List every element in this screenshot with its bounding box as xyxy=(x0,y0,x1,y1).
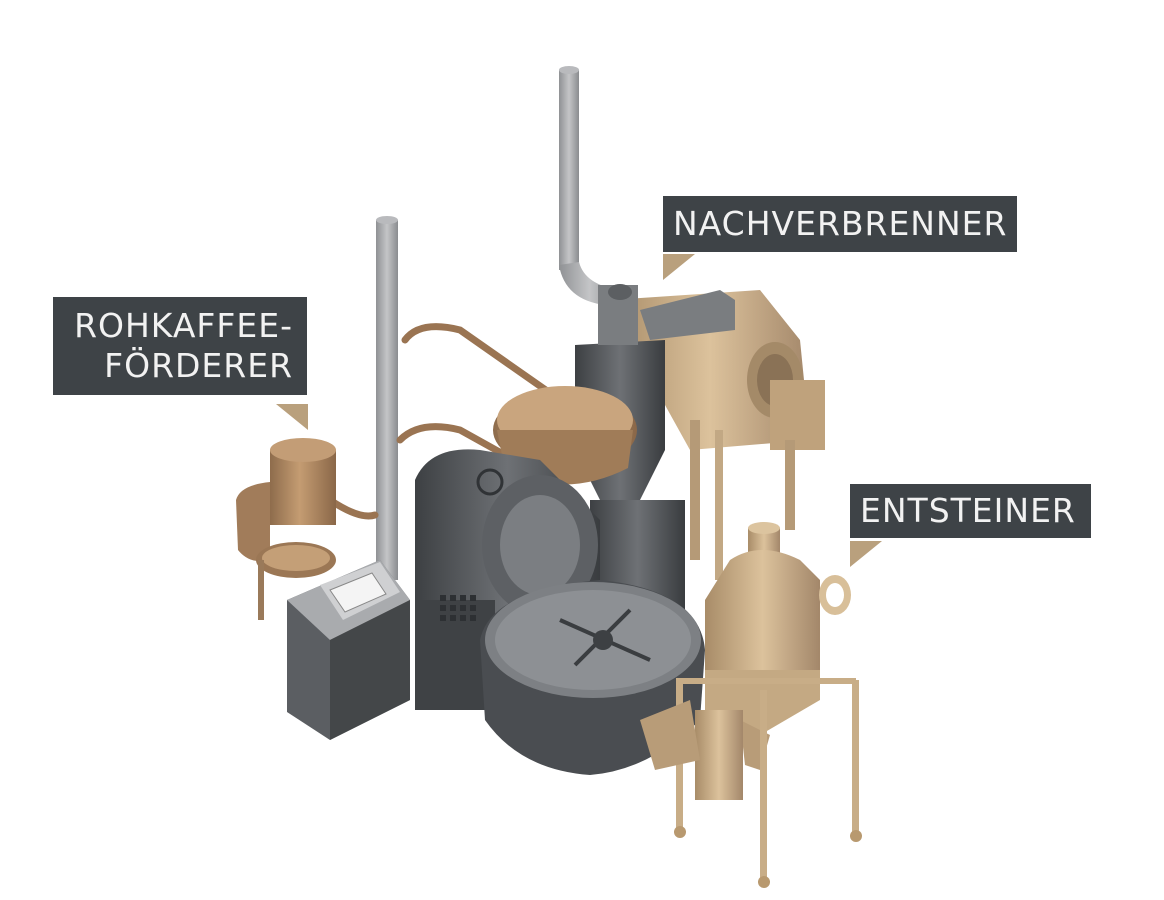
roaster-vent-grid xyxy=(440,595,476,621)
discharge-chute xyxy=(640,700,700,770)
label-rohkaffee-foerderer: ROHKAFFEE- FÖRDERER xyxy=(53,297,307,395)
green-coffee-feeder xyxy=(236,438,336,620)
label-nachverbrenner: NACHVERBRENNER xyxy=(663,196,1017,252)
pointer-rohkaffee xyxy=(276,404,308,430)
pointer-nachverbrenner xyxy=(663,254,695,280)
pointer-entsteiner xyxy=(850,541,882,567)
afterburner-unit xyxy=(610,290,825,580)
control-cabinet xyxy=(287,560,410,740)
label-entsteiner: ENTSTEINER xyxy=(850,484,1091,538)
label-rohkaffee-line2: FÖRDERER xyxy=(104,346,293,385)
chimney-left xyxy=(376,216,398,580)
destoner xyxy=(674,522,862,888)
chimney-right xyxy=(559,66,620,305)
label-rohkaffee-line1: ROHKAFFEE- xyxy=(74,306,293,345)
